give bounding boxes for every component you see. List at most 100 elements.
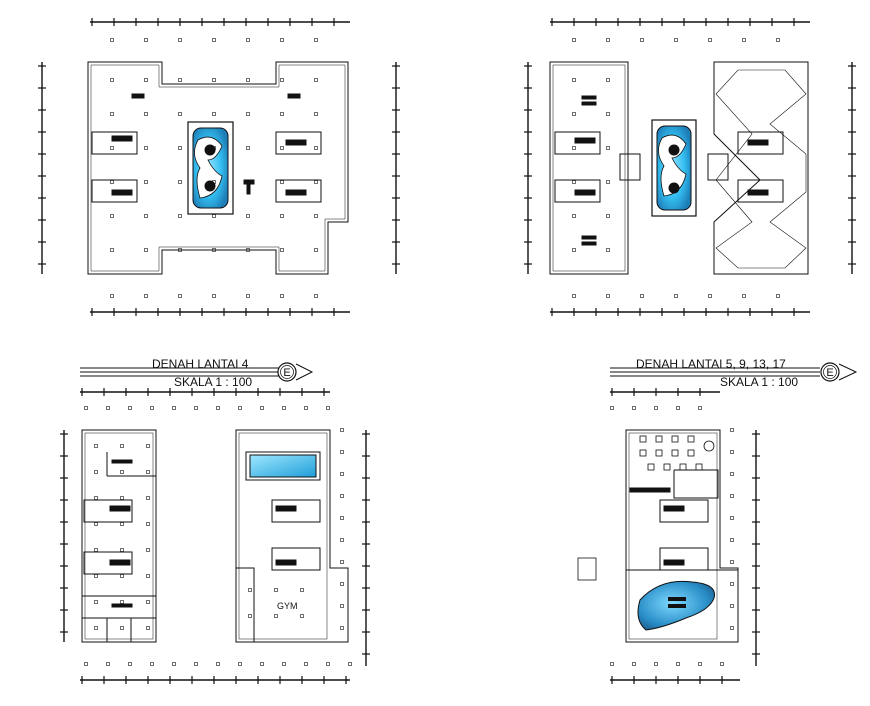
plan-left-block (81, 429, 157, 643)
column-marker (280, 248, 284, 252)
svg-text:E: E (826, 367, 833, 379)
column-marker (146, 600, 150, 604)
column-marker (260, 406, 264, 410)
column-marker (84, 406, 88, 410)
dimension-ticks (38, 18, 856, 684)
column-marker (304, 662, 308, 666)
column-marker (572, 78, 576, 82)
column-marker (676, 662, 680, 666)
column-marker (120, 548, 124, 552)
column-marker (572, 112, 576, 116)
column-marker (300, 614, 304, 618)
column-marker (730, 604, 734, 608)
column-marker (94, 626, 98, 630)
column-marker (280, 38, 284, 42)
column-marker (776, 38, 780, 42)
column-marker (730, 582, 734, 586)
column-marker (110, 294, 114, 298)
column-marker (730, 472, 734, 476)
column-marker (120, 626, 124, 630)
column-marker (110, 112, 114, 116)
column-marker (172, 406, 176, 410)
column-marker (326, 662, 330, 666)
column-marker (610, 406, 614, 410)
column-marker (632, 662, 636, 666)
column-marker (212, 78, 216, 82)
column-marker (128, 406, 132, 410)
column-marker (144, 248, 148, 252)
column-marker (94, 548, 98, 552)
column-marker (212, 180, 216, 184)
column-marker (730, 428, 734, 432)
column-marker (246, 214, 250, 218)
column-marker (248, 614, 252, 618)
column-marker (314, 248, 318, 252)
column-marker (146, 444, 150, 448)
column-marker (248, 588, 252, 592)
column-marker (110, 214, 114, 218)
plan-right-wing (713, 61, 809, 275)
plan-title: DENAH LANTAI 4 (152, 357, 249, 371)
column-marker (106, 662, 110, 666)
column-marker (606, 180, 610, 184)
column-marker (120, 574, 124, 578)
central-pool (187, 121, 234, 215)
stair-core (91, 93, 322, 203)
plan-scale: SKALA 1 : 100 (720, 375, 798, 389)
column-marker (128, 662, 132, 666)
column-marker (172, 662, 176, 666)
column-marker (144, 180, 148, 184)
room-label-gym: GYM (277, 601, 298, 611)
floor-plan-lantai-5-9-13-17 (577, 391, 757, 681)
central-pool (619, 119, 729, 217)
column-marker (572, 248, 576, 252)
column-marker (146, 574, 150, 578)
column-marker (110, 146, 114, 150)
column-marker (260, 662, 264, 666)
column-marker (348, 662, 352, 666)
column-marker (144, 112, 148, 116)
column-marker (120, 444, 124, 448)
column-marker (144, 214, 148, 218)
column-marker (606, 294, 610, 298)
column-marker (698, 662, 702, 666)
column-marker (674, 294, 678, 298)
plan-title: DENAH LANTAI 5, 9, 13, 17 (636, 357, 786, 371)
column-marker (280, 180, 284, 184)
column-marker (246, 248, 250, 252)
section-marker: E (277, 362, 314, 382)
column-marker (340, 582, 344, 586)
column-marker (144, 294, 148, 298)
column-marker (178, 146, 182, 150)
column-marker (146, 496, 150, 500)
column-marker (212, 294, 216, 298)
column-marker (340, 516, 344, 520)
column-marker (120, 470, 124, 474)
column-marker (572, 214, 576, 218)
column-marker (326, 406, 330, 410)
column-marker (572, 294, 576, 298)
column-marker (178, 112, 182, 116)
column-marker (106, 406, 110, 410)
column-marker (144, 78, 148, 82)
column-marker (304, 406, 308, 410)
column-marker (340, 472, 344, 476)
floor-plan-lantai-4: GYM (63, 391, 367, 681)
column-marker (340, 560, 344, 564)
column-marker (146, 548, 150, 552)
column-marker (280, 146, 284, 150)
plan-block (625, 429, 739, 643)
column-marker (340, 538, 344, 542)
column-marker (314, 38, 318, 42)
column-marker (340, 428, 344, 432)
column-marker (84, 662, 88, 666)
column-marker (300, 588, 304, 592)
column-marker (314, 146, 318, 150)
plan-outline (87, 61, 349, 275)
column-marker (110, 248, 114, 252)
column-marker (314, 294, 318, 298)
column-marker (146, 470, 150, 474)
column-marker (94, 574, 98, 578)
column-marker (110, 38, 114, 42)
title-block-lantai-5-9-13-17: DENAH LANTAI 5, 9, 13, 17 SKALA 1 : 100 … (610, 357, 858, 389)
